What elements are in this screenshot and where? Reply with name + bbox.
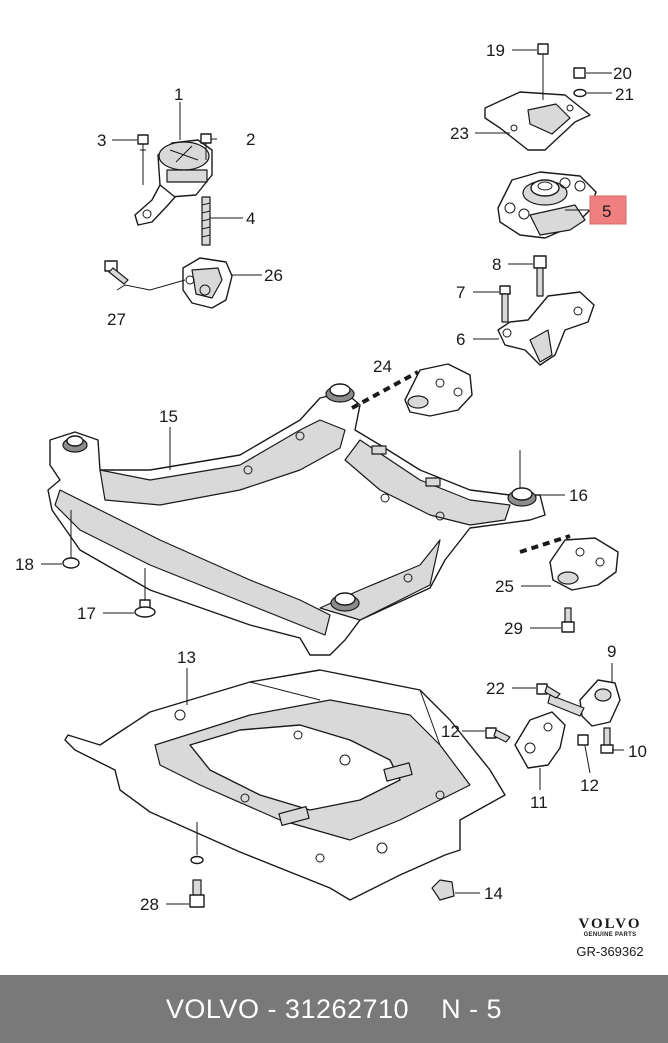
callout-27: 27 <box>107 310 126 329</box>
callout-7: 7 <box>456 283 465 302</box>
bolt-12-right <box>577 734 589 746</box>
callout-13: 13 <box>177 648 196 667</box>
callout-26: 26 <box>264 266 283 285</box>
torque-rod-9 <box>547 679 621 727</box>
brand-logo: VOLVO <box>578 916 642 932</box>
nut-20 <box>573 67 586 79</box>
callout-9: 9 <box>607 642 616 661</box>
callout-23: 23 <box>450 124 469 143</box>
callout-18: 18 <box>15 555 34 574</box>
callout-12-left: 12 <box>441 722 460 741</box>
callout-19: 19 <box>486 41 505 60</box>
engine-mount-left <box>134 139 213 226</box>
callout-17: 17 <box>77 604 96 623</box>
bolt-3 <box>137 134 149 185</box>
callout-1: 1 <box>174 85 183 104</box>
bolt-28 <box>189 822 205 908</box>
parts-diagram: 1 2 3 4 5 6 7 8 9 10 11 12 12 13 14 15 1… <box>15 41 647 914</box>
callout-28: 28 <box>140 895 159 914</box>
splash-shield-13 <box>64 669 506 901</box>
mount-25 <box>519 534 619 591</box>
volvo-brand-mark: VOLVO GENUINE PARTS <box>560 916 660 938</box>
bolt-22 <box>536 683 561 699</box>
callout-22: 22 <box>486 679 505 698</box>
bracket-23 <box>484 91 591 151</box>
leader-lines <box>41 49 624 905</box>
callout-24: 24 <box>373 357 392 376</box>
callout-16: 16 <box>569 486 588 505</box>
callout-4: 4 <box>246 209 255 228</box>
callout-21: 21 <box>615 85 634 104</box>
callout-25: 25 <box>495 577 514 596</box>
callout-15: 15 <box>159 407 178 426</box>
bolt-29 <box>561 607 575 633</box>
fastener-18 <box>62 510 80 569</box>
callout-29: 29 <box>504 619 523 638</box>
callout-8: 8 <box>492 255 501 274</box>
callout-12-right: 12 <box>580 776 599 795</box>
part-number-caption: VOLVO - 31262710 N - 5 <box>165 993 503 1024</box>
stud-7 <box>499 285 511 323</box>
footer-bar: VOLVO - 31262710 N - 5 <box>0 975 668 1043</box>
callout-20: 20 <box>613 64 632 83</box>
bolt-8 <box>533 255 547 297</box>
bolt-12-left <box>485 727 511 743</box>
clip-14 <box>431 879 455 901</box>
callout-3: 3 <box>97 131 106 150</box>
bolt-27 <box>104 260 129 285</box>
highlight-5 <box>589 195 627 225</box>
callout-6: 6 <box>456 330 465 349</box>
engine-mount-5 <box>497 171 597 239</box>
callout-2: 2 <box>246 130 255 149</box>
fastener-17 <box>134 568 156 618</box>
stud-4 <box>201 196 211 246</box>
brand-subtitle: GENUINE PARTS <box>583 932 637 938</box>
bolt-19 <box>537 43 549 100</box>
washer-21 <box>573 88 587 98</box>
bracket-6 <box>497 291 595 366</box>
bolt-10 <box>600 727 614 754</box>
callout-5: 5 <box>602 202 611 221</box>
callout-14: 14 <box>484 884 503 903</box>
diagram-reference-code: GR-369362 <box>576 944 644 959</box>
bracket-26 <box>182 257 233 309</box>
callout-11: 11 <box>530 793 548 812</box>
callout-10: 10 <box>628 742 647 761</box>
subframe-15 <box>47 383 546 656</box>
mount-24 <box>351 363 473 417</box>
bracket-11 <box>514 711 566 769</box>
